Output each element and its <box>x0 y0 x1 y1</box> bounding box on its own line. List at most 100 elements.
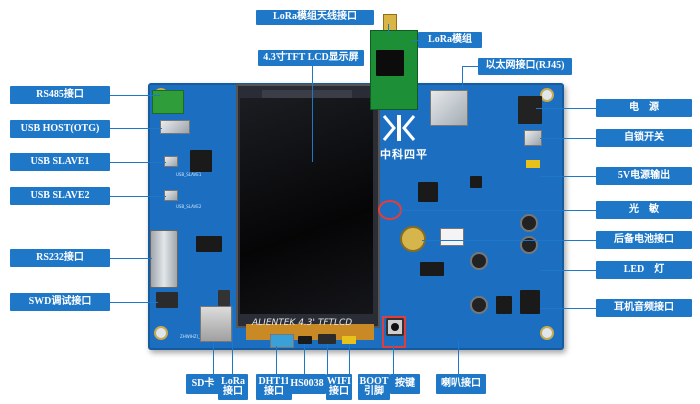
label-lora-port-line2: 接口 <box>223 386 243 397</box>
brand-text: 中科四平 <box>380 148 428 161</box>
mounting-hole <box>540 326 554 340</box>
leader-line <box>213 342 214 374</box>
label-dht11-line1: DHT11 <box>258 375 290 387</box>
label-5v-output: 5V电源输出 <box>596 167 692 185</box>
label-boot-line2: 引脚 <box>364 386 384 397</box>
leader-line <box>276 346 277 374</box>
label-power: 电 源 <box>596 99 692 117</box>
label-self-lock: 自锁开关 <box>596 129 692 147</box>
lcd-silkscreen: ALIENTEK 4.3' TFTLCD <box>252 318 353 328</box>
leader-line <box>110 302 158 303</box>
backup-battery-holder <box>400 226 426 252</box>
leader-line <box>312 66 313 162</box>
capacitor <box>470 296 488 314</box>
ic-chip <box>190 150 212 172</box>
power-jack <box>518 96 542 124</box>
lora-port-header <box>218 290 230 306</box>
label-lora-antenna: LoRa模组天线接口 <box>256 10 374 25</box>
label-lora-module: LoRa模组 <box>418 32 482 48</box>
key-highlight <box>382 316 406 348</box>
label-speaker: 喇叭接口 <box>436 374 486 394</box>
leader-line <box>536 108 596 109</box>
label-sd-card: SD卡 <box>186 374 220 394</box>
ic-chip <box>196 236 222 252</box>
leader-line <box>110 95 160 96</box>
earphone-jack <box>496 296 512 314</box>
label-boot: BOOT 引脚 <box>358 374 390 400</box>
capacitor <box>520 214 538 232</box>
leader-line <box>110 128 162 129</box>
key-button <box>386 318 404 336</box>
leader-line <box>110 258 152 259</box>
leader-line <box>412 40 420 41</box>
leader-line <box>540 138 596 139</box>
ic-chip <box>418 182 438 202</box>
boot-jumper <box>342 336 356 344</box>
capacitor <box>520 236 538 254</box>
label-wifi-line2: 接口 <box>329 386 349 397</box>
5v-header <box>526 160 540 168</box>
calendar-sticker <box>440 228 464 246</box>
leader-line <box>540 176 596 177</box>
label-rs485: RS485接口 <box>10 86 110 104</box>
usb-slave2-port <box>164 190 178 201</box>
leader-line <box>110 162 166 163</box>
leader-line <box>458 340 459 374</box>
lcd-screen <box>240 98 373 314</box>
label-usb-slave2: USB SLAVE2 <box>10 187 110 205</box>
label-lora-port-line1: LoRa <box>221 375 245 387</box>
usb-host-port <box>160 120 190 134</box>
leader-line <box>398 210 596 211</box>
rs232-db9-connector <box>150 230 178 288</box>
label-usb-host: USB HOST(OTG) <box>10 120 110 138</box>
label-boot-line1: BOOT <box>359 375 389 387</box>
brand-logo-icon <box>382 115 416 141</box>
leader-line <box>304 344 305 374</box>
label-earphone: 耳机音频接口 <box>596 299 692 317</box>
leader-line <box>540 270 596 271</box>
earphone-jack <box>520 290 540 314</box>
label-led: LED 灯 <box>596 261 692 279</box>
usb-slave1-silk: USB_SLAVE1 <box>176 172 202 177</box>
label-swd: SWD调试接口 <box>10 293 110 311</box>
leader-line <box>327 344 328 374</box>
ic-chip <box>470 176 482 188</box>
usb-slave2-silk: USB_SLAVE2 <box>176 204 202 209</box>
leader-line <box>393 344 394 374</box>
label-lcd: 4.3寸TFT LCD显示屏 <box>258 50 364 66</box>
mounting-hole <box>540 88 554 102</box>
swd-header <box>156 292 178 308</box>
leader-line <box>462 66 478 67</box>
wifi-header <box>318 334 336 344</box>
sd-card-slot <box>200 306 232 342</box>
lcd-connector-strip <box>262 90 352 98</box>
label-backup-battery: 后备电池接口 <box>596 231 692 249</box>
ic-chip <box>420 262 444 276</box>
leader-line <box>388 24 389 34</box>
hs0038-receiver <box>298 336 312 344</box>
label-dht11-line2: 接口 <box>264 386 284 397</box>
lora-chip <box>376 50 404 76</box>
label-wifi: WIFI 接口 <box>326 374 352 400</box>
leader-line <box>422 240 596 241</box>
label-lora-port: LoRa 接口 <box>218 374 248 400</box>
capacitor <box>470 252 488 270</box>
leader-line <box>462 66 463 90</box>
rs485-terminal <box>152 90 184 114</box>
label-dht11: DHT11 接口 <box>256 374 292 400</box>
label-hs0038: HS0038 <box>288 374 326 394</box>
dht11-sensor <box>270 334 294 348</box>
leader-line <box>349 344 350 374</box>
leader-line <box>110 196 166 197</box>
leader-line <box>232 306 233 374</box>
label-usb-slave1: USB SLAVE1 <box>10 153 110 171</box>
label-ethernet: 以太网接口(RJ45) <box>478 58 572 75</box>
label-light-sensor: 光 敏 <box>596 201 692 219</box>
usb-slave1-port <box>164 156 178 167</box>
leader-line <box>540 308 596 309</box>
rj45-port <box>430 90 468 126</box>
mounting-hole <box>154 326 168 340</box>
label-rs232: RS232接口 <box>10 249 110 267</box>
label-key: 按键 <box>390 374 420 394</box>
label-wifi-line1: WIFI <box>327 375 351 387</box>
